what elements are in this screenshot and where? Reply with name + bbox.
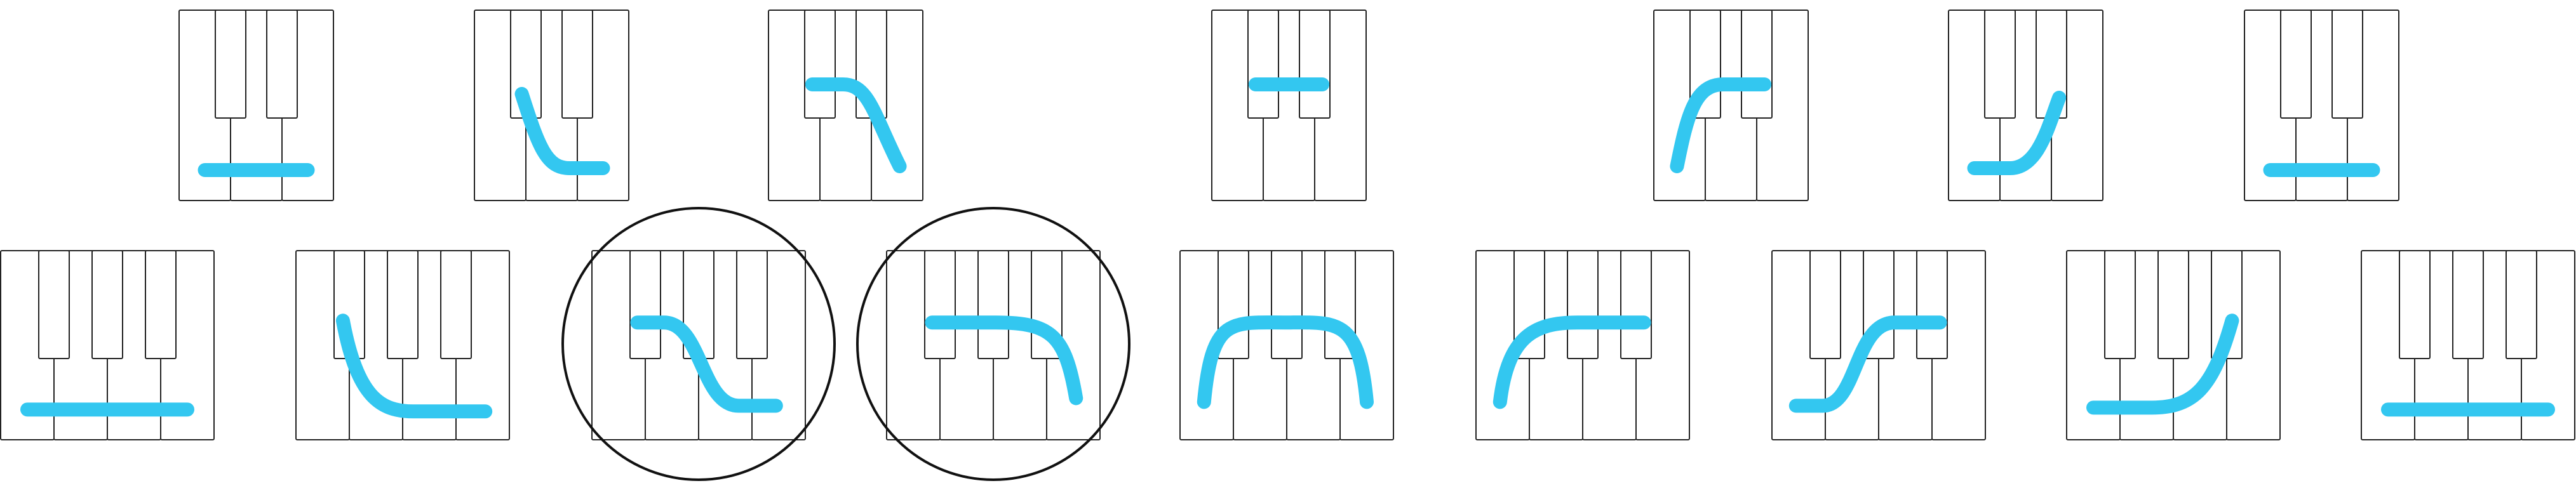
black-key (2399, 250, 2431, 359)
black-key (266, 10, 298, 119)
gesture-stroke (1967, 91, 2067, 175)
black-key (145, 250, 177, 359)
keyboard-diagram-t2 (474, 10, 629, 201)
keyboard-diagram-t1 (178, 10, 334, 201)
black-key (1247, 10, 1279, 119)
keyboard-diagram-b3 (591, 250, 806, 440)
black-key (1916, 250, 1948, 359)
black-key (1984, 10, 2016, 119)
highlight-circle (856, 207, 1130, 481)
gesture-stroke (514, 87, 610, 175)
top-row (178, 10, 2399, 201)
black-key (2280, 10, 2312, 119)
keyboard-diagram-b1 (0, 250, 215, 440)
black-key (1741, 10, 1773, 119)
keyboard-diagram-t3 (768, 10, 923, 201)
keyboard-diagram-t4 (1211, 10, 1367, 201)
black-key (1271, 250, 1303, 359)
black-key (215, 10, 246, 119)
black-key (736, 250, 768, 359)
black-key (924, 250, 956, 359)
gesture-stroke (805, 77, 907, 173)
keyboard-diagram-b5 (1179, 250, 1394, 440)
gesture-stroke (335, 313, 493, 419)
black-key (977, 250, 1009, 359)
keyboard-diagram-t6 (1948, 10, 2103, 201)
black-key (38, 250, 70, 359)
black-key (1809, 250, 1841, 359)
black-key (2157, 250, 2189, 359)
bottom-row (0, 207, 2575, 481)
gesture-stroke (630, 315, 783, 413)
highlight-circle (561, 207, 836, 481)
black-key (2506, 250, 2537, 359)
keyboard-diagram-b4 (886, 250, 1101, 440)
keyboard-diagram-t5 (1653, 10, 1809, 201)
keyboard-diagram-b6 (1475, 250, 1690, 440)
black-key (804, 10, 836, 119)
gesture-stroke (1197, 315, 1374, 409)
gesture-stroke (1670, 77, 1772, 173)
keyboard-diagram-b2 (295, 250, 510, 440)
black-key (629, 250, 661, 359)
black-key (387, 250, 419, 359)
black-key (2104, 250, 2136, 359)
gesture-stroke (2086, 313, 2239, 415)
black-key (1299, 10, 1331, 119)
gesture-stroke (1493, 315, 1651, 409)
keyboard-diagram-b8 (2066, 250, 2281, 440)
black-key (91, 250, 123, 359)
black-key (561, 10, 593, 119)
black-key (1567, 250, 1599, 359)
gesture-stroke (925, 315, 1083, 406)
keyboard-diagram-b7 (1771, 250, 1986, 440)
keyboard-diagram-t7 (2244, 10, 2399, 201)
black-key (1620, 250, 1652, 359)
gesture-stroke (1788, 315, 1947, 413)
black-key (2331, 10, 2363, 119)
black-key (2452, 250, 2484, 359)
keyboard-diagram-b9 (2361, 250, 2575, 440)
black-key (440, 250, 472, 359)
